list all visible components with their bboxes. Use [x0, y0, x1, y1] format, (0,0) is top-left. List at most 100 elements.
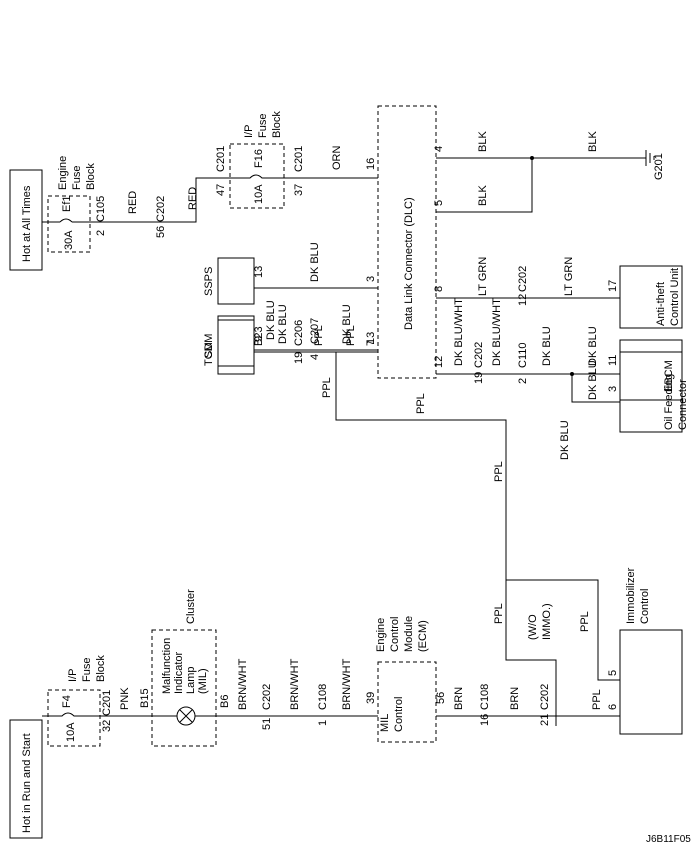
- cluster-b6: B6: [219, 695, 231, 708]
- dlc-pin-13: 13: [365, 332, 377, 344]
- c207-pin: 4: [309, 354, 321, 360]
- ip-fuse-block-top-l1: I/P: [243, 125, 255, 138]
- ecm-l2: Control: [389, 617, 401, 652]
- wire-dkblu-ebcm-label: DK BLU: [587, 326, 599, 366]
- wire-blk2-label: BLK: [477, 185, 489, 206]
- cluster-box: [151, 629, 217, 747]
- wo-immo-l2: IMMO.): [541, 603, 553, 640]
- wire-orn-label: ORN: [331, 146, 343, 171]
- c201-bottom-pin: 32: [101, 720, 113, 732]
- fuse-f16-symbol: [228, 174, 294, 179]
- oil-feeding-rect: [619, 351, 683, 433]
- dlc-pin-3: 3: [365, 276, 377, 282]
- wire-dkbluwht1-label: DK BLU/WHT: [453, 298, 465, 366]
- wire-ppl-wo-immo: [505, 580, 557, 726]
- antitheft-l1: Anti-theft: [655, 282, 667, 326]
- fuse-f16-name: F16: [253, 149, 265, 168]
- wire-ppl-imm-h-label: PPL: [591, 689, 603, 710]
- dlc-pin-4: 4: [433, 146, 445, 152]
- wire-tcm-ppl-label: PPL: [313, 325, 325, 346]
- c201-in-label: C201: [215, 146, 227, 172]
- mil-lamp-l4: (MIL): [197, 668, 209, 694]
- wire-red-1-label: RED: [127, 191, 139, 214]
- hot-in-run-start-box: [9, 719, 43, 839]
- imm-pin-6: 6: [607, 704, 619, 710]
- ground-label: G201: [653, 153, 665, 180]
- fuse-f4-name: F4: [61, 695, 73, 708]
- ip-fuse-block-top: [229, 143, 285, 209]
- ecm-pin-39: 39: [365, 692, 377, 704]
- wire-pnk-label: PNK: [119, 687, 131, 710]
- tcm-box-on: [217, 315, 255, 375]
- wire-blk1-label: BLK: [477, 131, 489, 152]
- ssps-box: [217, 257, 255, 305]
- tcm-label: TCM: [203, 342, 215, 366]
- wire-brnwht2-label: BRN/WHT: [289, 658, 301, 710]
- hot-at-all-times-box: [9, 169, 43, 271]
- mil-lamp-l3: Lamp: [185, 666, 197, 694]
- ssps-pin: 13: [253, 266, 265, 278]
- wire-ppl-imm-v-label: PPL: [493, 603, 505, 624]
- wire-brn2-label: BRN: [509, 687, 521, 710]
- c207-label: C207: [309, 318, 321, 344]
- wire-red-2: [160, 177, 228, 223]
- c202-red-label: C202: [155, 196, 167, 222]
- c206-label: C206: [293, 320, 305, 346]
- c108-brn-label: C108: [479, 684, 491, 710]
- ebcm-pin: 11: [607, 355, 619, 366]
- antitheft-l2: Control Unit: [669, 268, 681, 326]
- c110-label: C110: [517, 343, 529, 368]
- ebcm-label: EBCM: [663, 360, 675, 392]
- fuse-f4-rating: 10A: [65, 722, 77, 742]
- ecm-mil-l2: Control: [393, 697, 405, 732]
- imm-pin-5: 5: [607, 670, 619, 676]
- antitheft-pin: 17: [607, 280, 619, 292]
- ip-fuse-block-top-l2: Fuse: [257, 114, 269, 138]
- mil-lamp-l2: Indicator: [173, 651, 185, 694]
- c202-ltgrn-label: C202: [517, 266, 529, 292]
- oil-feeding-l1: Oil Feeding: [663, 374, 675, 430]
- sdm-box: [217, 319, 255, 367]
- fuse-f4-symbol: [42, 712, 100, 717]
- c105-pin: 2: [95, 230, 107, 236]
- ecm-pin-56: 56: [435, 692, 447, 704]
- engine-fuse-block: [47, 195, 91, 253]
- wire-brn1-label: BRN: [453, 687, 465, 710]
- sdm-label: SDM: [203, 334, 215, 358]
- c202-dkblu-pin: 19: [473, 372, 485, 384]
- c201-bottom-label: C201: [101, 690, 113, 716]
- c201-in-pin: 47: [215, 184, 227, 196]
- engine-fuse-block-l1: Engine: [57, 156, 69, 190]
- fuse-ef1-symbol: [42, 218, 90, 223]
- wire-blk3-label: BLK: [587, 131, 599, 152]
- wo-immo-l1: (W/O: [527, 614, 539, 640]
- c202-brnwht-label: C202: [261, 684, 273, 710]
- dlc-pin-8: 8: [433, 286, 445, 292]
- wire-ppl-imm-5-label: PPL: [579, 611, 591, 632]
- dlc-pin-12: 12: [433, 356, 445, 368]
- mil-lamp-cross: [179, 709, 193, 723]
- c201-out-label: C201: [293, 146, 305, 172]
- c108-brnwht-label: C108: [317, 684, 329, 710]
- fuse-ef1-name: Ef1: [61, 195, 73, 212]
- ip-fuse-block-bottom: [47, 689, 101, 747]
- wire-dkblu-oil1-label: DK BLU: [559, 420, 571, 460]
- c202-brnwht-pin: 51: [261, 718, 273, 730]
- cluster-b15: B15: [139, 688, 151, 708]
- c202-brn-pin: 21: [539, 714, 551, 726]
- c206-pin: 19: [293, 352, 305, 364]
- ip-fuse-block-bottom-l1: I/P: [67, 669, 79, 682]
- figure-code: J6B11F05: [646, 834, 691, 845]
- oil-feeding-pin: 3: [607, 386, 619, 392]
- ecm-l1: Engine: [375, 618, 387, 652]
- wire-ltgrn2-label: LT GRN: [563, 257, 575, 296]
- dlc-pin-7: 7: [365, 340, 377, 346]
- immobilizer-l2: Control: [639, 589, 651, 624]
- engine-fuse-block-l3: Block: [85, 163, 97, 190]
- wire-sdm2-label: DK BLU: [341, 304, 353, 344]
- wire-oil-b: [571, 374, 620, 403]
- c202-red-pin: 56: [155, 226, 167, 238]
- fuse-f16-rating: 10A: [253, 184, 265, 204]
- c202-brn-label: C202: [539, 684, 551, 710]
